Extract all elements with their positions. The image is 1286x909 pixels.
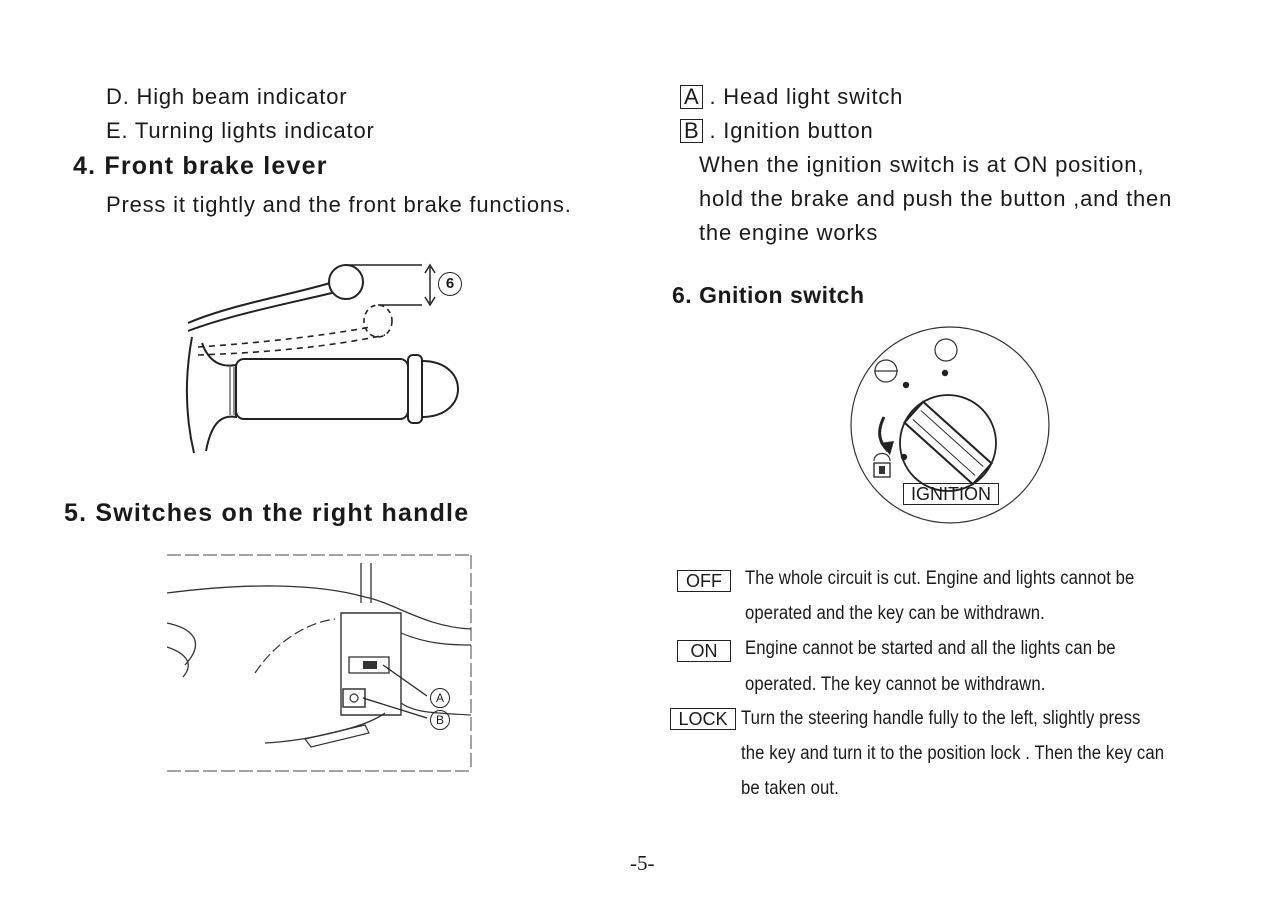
position-key-off: OFF xyxy=(677,570,731,592)
brake-callout-6: 6 xyxy=(438,272,462,296)
ignition-label: IGNITION xyxy=(903,483,999,505)
switch-callout-a-label: A xyxy=(435,691,444,705)
switch-callout-a: A xyxy=(430,688,450,708)
section5-title: 5. Switches on the right handle xyxy=(64,499,470,527)
section4-text: Press it tightly and the front brake fun… xyxy=(106,192,572,217)
position-on-line-2: operated. The key cannot be withdrawn. xyxy=(745,674,1046,695)
position-key-lock: LOCK xyxy=(670,708,736,730)
ignition-line-3: the engine works xyxy=(699,220,879,245)
item-b-key: B xyxy=(680,119,704,143)
handle-switches-illustration xyxy=(166,554,473,772)
position-on-line-1: Engine cannot be started and all the lig… xyxy=(745,638,1116,659)
ignition-switch-illustration xyxy=(850,326,1050,524)
position-key-on: ON xyxy=(677,640,731,662)
switch-callout-b-label: B xyxy=(435,713,444,727)
item-a-text: . Head light switch xyxy=(709,84,904,109)
section6-title: 6. Gnition switch xyxy=(672,282,865,308)
section4-title: 4. Front brake lever xyxy=(73,152,328,180)
item-b: B. Ignition button xyxy=(680,118,874,144)
item-a-key: A xyxy=(680,85,704,109)
item-b-text: . Ignition button xyxy=(709,118,874,143)
brake-lever-illustration xyxy=(185,263,459,454)
brake-callout-label: 6 xyxy=(445,275,455,292)
position-lock-line-1: Turn the steering handle fully to the le… xyxy=(741,708,1141,729)
indicator-e: E. Turning lights indicator xyxy=(106,118,375,143)
position-lock-line-3: be taken out. xyxy=(741,778,839,799)
position-off-line-1: The whole circuit is cut. Engine and lig… xyxy=(745,568,1135,589)
position-off-line-2: operated and the key can be withdrawn. xyxy=(745,603,1045,624)
ignition-line-1: When the ignition switch is at ON positi… xyxy=(699,152,1145,177)
switch-callout-b: B xyxy=(430,710,450,730)
indicator-d: D. High beam indicator xyxy=(106,84,348,109)
position-lock-line-2: the key and turn it to the position lock… xyxy=(741,743,1165,764)
page-number: -5- xyxy=(630,851,655,875)
ignition-line-2: hold the brake and push the button ,and … xyxy=(699,186,1173,211)
item-a: A. Head light switch xyxy=(680,84,903,110)
